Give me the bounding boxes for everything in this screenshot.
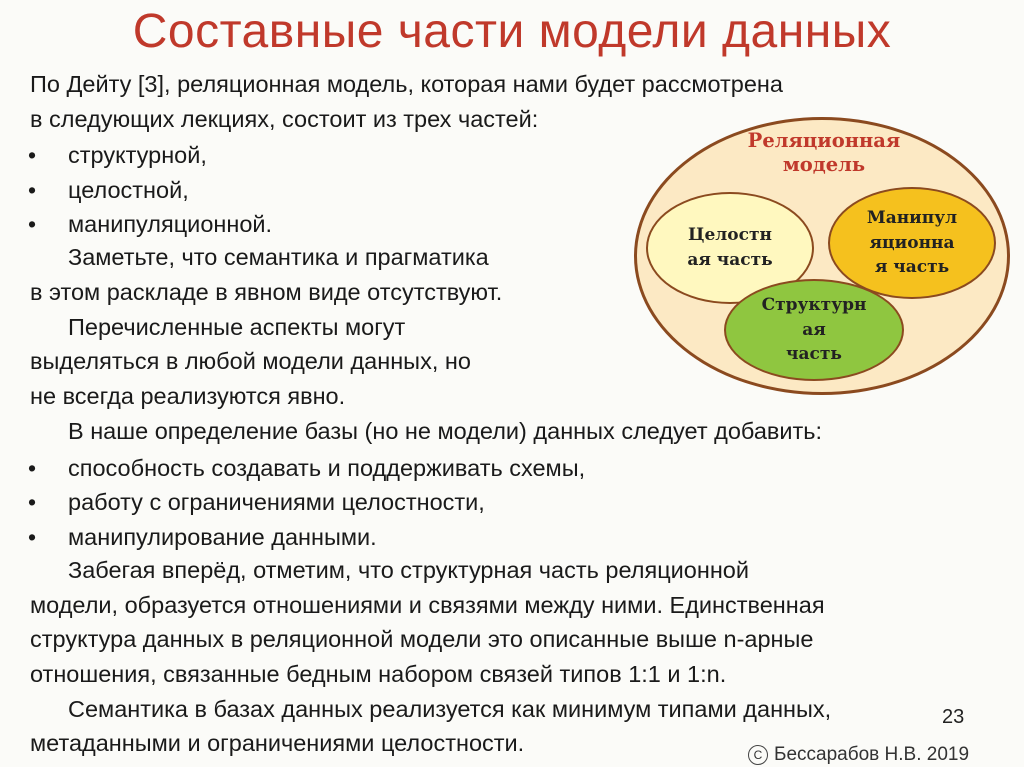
forward-line-2: модели, образуется отношениями и связями… <box>30 592 825 618</box>
addition-constraints: работу с ограничениями целостности, <box>68 489 485 515</box>
outer-label-line-2: модель <box>782 153 866 177</box>
aspects-line-2: выделяться в любой модели данных, но <box>30 348 471 374</box>
aspects-line-3: не всегда реализуются явно. <box>30 383 346 409</box>
forward-line-4: отношения, связанные бедным набором связ… <box>30 661 727 687</box>
forward-line-3: структура данных в реляционной модели эт… <box>30 626 814 652</box>
relational-model-label: Реляционная модель <box>724 129 924 178</box>
bullet-marker: • <box>28 211 37 237</box>
bullet-marker: • <box>28 524 37 550</box>
structural-label-line-2: ая <box>802 319 826 340</box>
part-integrity: целостной, <box>68 177 189 203</box>
semantics-line-2: в этом раскладе в явном виде отсутствуют… <box>30 279 503 305</box>
structural-label-line-1: Структурн <box>761 295 867 316</box>
bullet-marker: • <box>28 142 37 168</box>
manipulation-label-line-1: Манипул <box>866 208 958 229</box>
bullet-marker: • <box>28 455 37 481</box>
integrity-label-line-2: ая часть <box>687 250 773 270</box>
intro-line-1: По Дейту [3], реляционная модель, котора… <box>30 71 783 97</box>
outer-label-line-1: Реляционная <box>747 129 901 152</box>
structural-part-ellipse: Структурн ая часть <box>724 279 904 381</box>
structural-label-line-3: часть <box>786 344 842 365</box>
addition-manipulation: манипулирование данными. <box>68 524 377 550</box>
integrity-label-line-1: Целостн <box>688 225 772 246</box>
aspects-line-1: Перечисленные аспекты могут <box>68 314 406 340</box>
forward-line-1: Забегая вперёд, отметим, что структурная… <box>68 557 750 583</box>
manipulation-label-line-2: яционна <box>869 232 955 253</box>
semantics-db-line-1: Семантика в базах данных реализуется как… <box>68 696 832 722</box>
part-structural: структурной, <box>68 142 207 168</box>
part-manipulation: манипуляционной. <box>68 211 273 237</box>
semantics-db-line-2: метаданными и ограничениями целостности. <box>30 730 525 756</box>
bullet-marker: • <box>28 177 37 203</box>
copyright-icon: C <box>748 745 768 765</box>
slide-title: Составные части модели данных <box>132 5 892 58</box>
integrity-part-ellipse: Целостн ая часть <box>646 192 814 304</box>
relational-model-diagram: Реляционная модель Целостн ая часть Мани… <box>634 117 1014 401</box>
addition-schemas: способность создавать и поддерживать схе… <box>68 455 586 481</box>
semantics-line-1: Заметьте, что семантика и прагматика <box>68 244 489 270</box>
page-number: 23 <box>942 706 965 728</box>
manipulation-label-line-3: я часть <box>874 257 950 278</box>
manipulation-part-ellipse: Манипул яционна я часть <box>828 187 996 299</box>
bullet-marker: • <box>28 489 37 515</box>
copyright-text: Бессарабов Н.В. 2019 <box>774 744 970 765</box>
intro-line-2: в следующих лекциях, состоит из трех час… <box>30 106 539 132</box>
definition-line: В наше определение базы (но не модели) д… <box>68 418 823 444</box>
copyright-footer: C Бессарабов Н.В. 2019 <box>748 744 969 766</box>
